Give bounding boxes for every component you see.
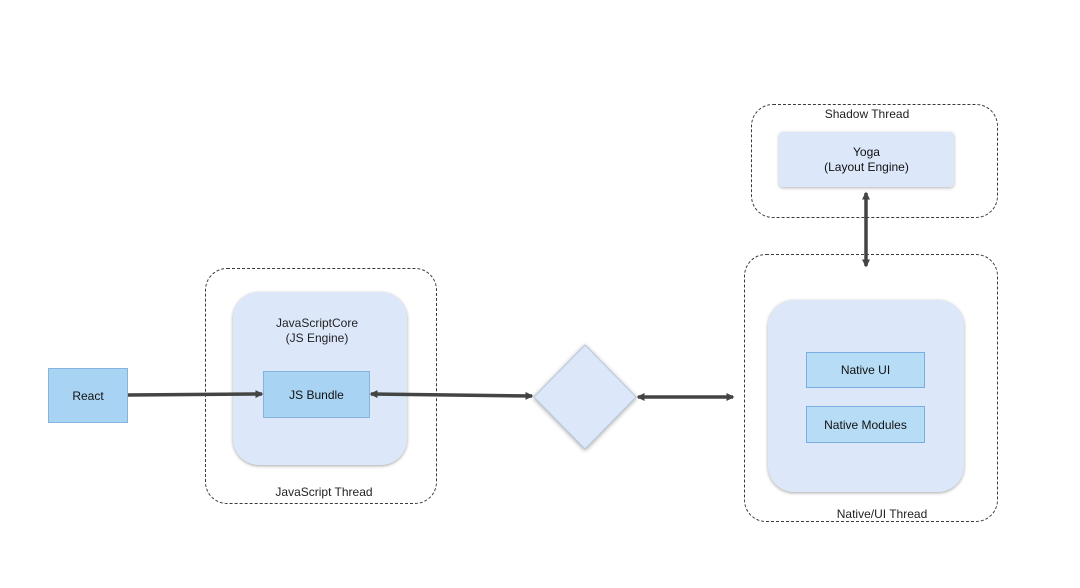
react-node: React: [48, 368, 128, 423]
native-modules-node: Native Modules: [806, 406, 925, 443]
native-ui-node: Native UI: [806, 352, 925, 388]
yoga-subtitle: (Layout Engine): [824, 159, 909, 174]
react-label: React: [72, 388, 104, 403]
javascript-thread-group: [205, 268, 437, 504]
js-bundle-label: JS Bundle: [289, 387, 344, 402]
yoga-name: Yoga: [853, 144, 880, 159]
native-modules-label: Native Modules: [824, 417, 907, 432]
js-engine-name: JavaScriptCore: [275, 316, 359, 330]
javascript-thread-label: JavaScript Thread: [275, 485, 373, 499]
bridge-label: Bridge: [567, 390, 603, 404]
native-container: [768, 300, 964, 492]
js-engine-label: JavaScriptCore (JS Engine): [276, 316, 358, 346]
native-ui-thread-label: Native/UI Thread: [836, 507, 928, 521]
js-bundle-node: JS Bundle: [263, 371, 370, 418]
native-ui-label: Native UI: [840, 363, 891, 377]
shadow-thread-group: [751, 104, 998, 218]
shadow-thread-label: Shadow Thread: [824, 107, 910, 121]
js-engine-subtitle: (JS Engine): [285, 331, 349, 345]
native-ui-thread-group: [744, 254, 998, 522]
yoga-node: Yoga (Layout Engine): [779, 132, 954, 187]
